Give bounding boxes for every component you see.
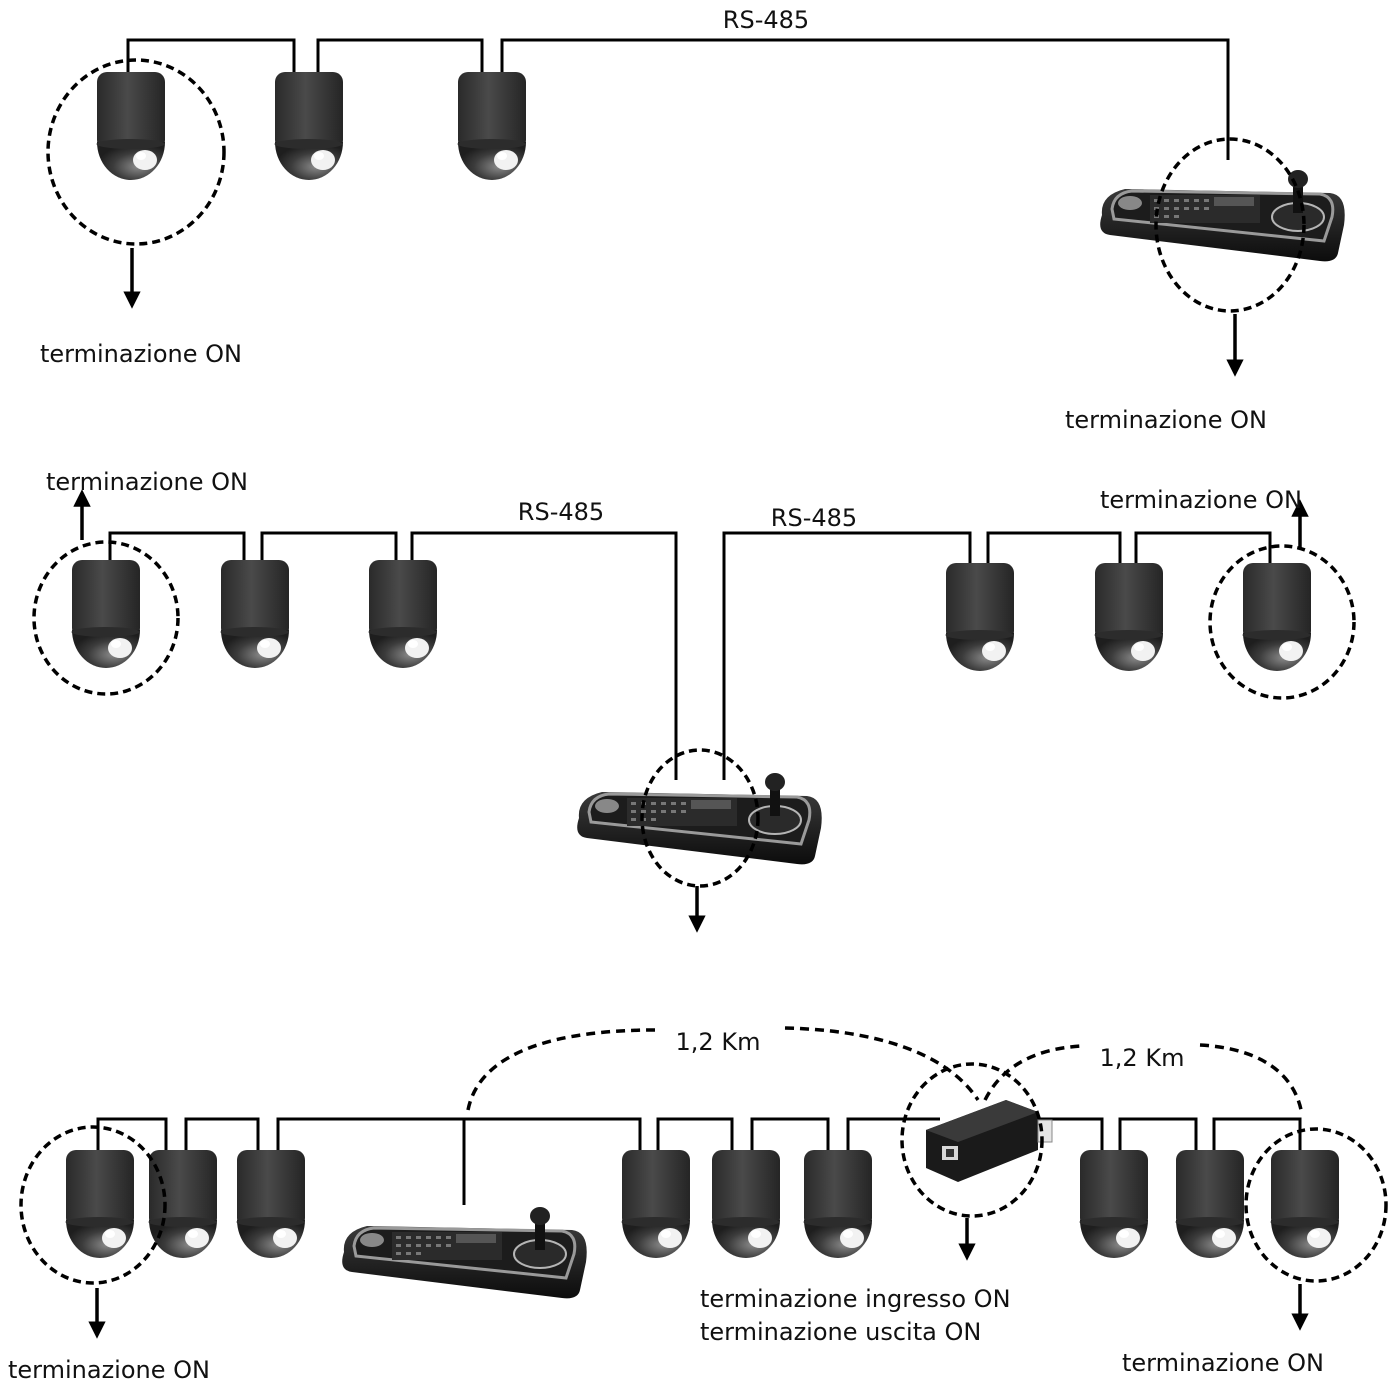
camera-s2-4 (945, 563, 1014, 671)
distance-label-1: 1,2 Km (676, 1028, 761, 1056)
termination-ring-s3-left (19, 1125, 167, 1285)
section-2-rs485-right-label: RS-485 (771, 504, 857, 532)
section-1-term-right-label: terminazione ON (1065, 406, 1267, 434)
section-2-wiring (108, 531, 1272, 780)
termination-ring-s2-right (1208, 544, 1356, 700)
camera-s3-9 (1270, 1150, 1339, 1258)
keyboard-s3 (340, 1205, 589, 1300)
camera-s1-3 (457, 72, 526, 180)
section-3-term-in-label: terminazione ingresso ON (700, 1285, 1011, 1313)
termination-ring-s2-left (32, 540, 180, 696)
camera-s2-1 (71, 560, 140, 668)
keyboard-s2 (575, 771, 824, 866)
section-3-term-left-label: terminazione ON (8, 1356, 210, 1384)
distance-arc-2-left (983, 1044, 1083, 1101)
termination-ring-s2-keyboard (640, 748, 760, 888)
camera-s3-2 (148, 1150, 217, 1258)
section-1-term-left-label: terminazione ON (40, 340, 242, 368)
distance-arc-1-left (466, 1028, 656, 1111)
termination-ring-s1-keyboard (1154, 137, 1306, 313)
camera-s2-2 (220, 560, 289, 668)
section-3-term-out-label: terminazione uscita ON (700, 1318, 981, 1346)
distance-label-2: 1,2 Km (1100, 1044, 1185, 1072)
section-1-wiring (126, 38, 1230, 160)
camera-s2-3 (368, 560, 437, 668)
camera-s2-5 (1094, 563, 1163, 671)
termination-ring-s1-left (46, 58, 226, 246)
camera-s3-4 (621, 1150, 690, 1258)
camera-s2-6 (1242, 563, 1311, 671)
camera-s1-2 (274, 72, 343, 180)
section-2-rs485-left-label: RS-485 (518, 498, 604, 526)
camera-s3-1 (65, 1150, 134, 1258)
camera-s3-3 (236, 1150, 305, 1258)
section-2-term-right-label: terminazione ON (1100, 486, 1302, 514)
termination-ring-s3-repeater (900, 1062, 1044, 1218)
section-1-rs485-label: RS-485 (723, 6, 809, 34)
section-3-wiring (96, 1117, 1302, 1205)
distance-arc-1-right (784, 1026, 980, 1101)
section-3-term-right-label: terminazione ON (1122, 1349, 1324, 1377)
camera-s3-7 (1079, 1150, 1148, 1258)
section-2-term-left-label: terminazione ON (46, 468, 248, 496)
camera-s3-6 (803, 1150, 872, 1258)
rs485-repeater (925, 1099, 1053, 1183)
termination-ring-s3-right (1244, 1127, 1388, 1283)
camera-s1-1 (96, 72, 165, 180)
keyboard-s1 (1098, 168, 1347, 263)
camera-s3-5 (711, 1150, 780, 1258)
camera-s3-8 (1175, 1150, 1244, 1258)
distance-arc-2-right (1199, 1043, 1304, 1116)
